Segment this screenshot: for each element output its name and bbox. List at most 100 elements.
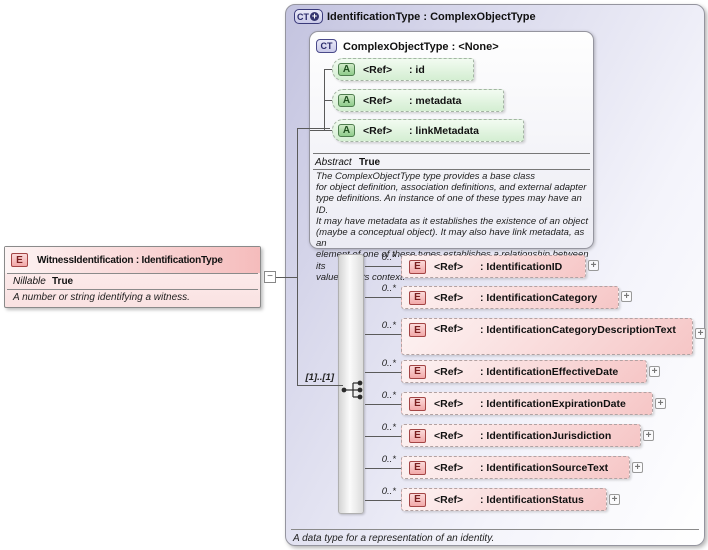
ref-label: <Ref>	[434, 493, 464, 506]
element-icon: E	[409, 460, 426, 475]
attribute-name: : metadata	[409, 94, 462, 107]
element-box-header: E WitnessIdentification : Identification…	[5, 247, 260, 273]
connector-line	[297, 385, 343, 386]
element-name: : IdentificationCategoryDescriptionText	[480, 324, 676, 336]
element-icon: E	[409, 323, 426, 337]
attribute-icon: A	[338, 63, 355, 76]
connector-line	[365, 372, 401, 373]
element-ref-identification-status[interactable]: E <Ref> : IdentificationStatus	[401, 488, 607, 511]
connector-line	[365, 468, 401, 469]
occurs-label: 0..*	[381, 390, 396, 401]
attribute-ref-id[interactable]: A <Ref> : id	[332, 58, 474, 81]
abstract-label: Abstract	[315, 157, 352, 168]
divider	[7, 273, 258, 274]
panel-description: A data type for a representation of an i…	[293, 533, 495, 544]
complex-type-expand-icon[interactable]: CT +	[294, 9, 323, 24]
collapse-toggle[interactable]: −	[264, 271, 276, 283]
occurs-label: 0..*	[381, 422, 396, 433]
element-icon: E	[409, 396, 426, 411]
complex-type-icon: CT	[316, 39, 337, 53]
ref-label: <Ref>	[363, 94, 393, 107]
attribute-ref-linkmetadata[interactable]: A <Ref> : linkMetadata	[332, 119, 524, 142]
element-box-title: WitnessIdentification : IdentificationTy…	[37, 254, 223, 266]
expand-toggle[interactable]: +	[588, 260, 599, 271]
ref-label: <Ref>	[434, 365, 464, 378]
plus-icon: +	[310, 11, 319, 21]
ref-label: <Ref>	[363, 124, 393, 137]
nillable-label: Nillable	[13, 276, 46, 287]
element-name: : IdentificationSourceText	[480, 461, 609, 474]
connector-line	[324, 100, 332, 101]
connector-line	[310, 130, 332, 131]
expand-toggle[interactable]: +	[695, 328, 706, 339]
element-name: : IdentificationEffectiveDate	[480, 365, 619, 378]
element-ref-identification-effective-date[interactable]: E <Ref> : IdentificationEffectiveDate	[401, 360, 647, 383]
ref-label: <Ref>	[434, 461, 464, 474]
ref-label: <Ref>	[363, 63, 393, 76]
expand-toggle[interactable]: +	[655, 398, 666, 409]
complex-object-type-box[interactable]: CT ComplexObjectType : <None> A <Ref> : …	[309, 31, 594, 283]
divider	[313, 153, 590, 154]
attribute-icon: A	[338, 94, 355, 107]
connector-line	[365, 266, 401, 267]
element-ref-identification-expiration-date[interactable]: E <Ref> : IdentificationExpirationDate	[401, 392, 653, 415]
expand-toggle[interactable]: +	[643, 430, 654, 441]
element-name: : IdentificationID	[480, 260, 563, 273]
occurs-label: 0..*	[381, 320, 396, 331]
connector-line	[324, 69, 332, 70]
element-name: : IdentificationCategory	[480, 291, 598, 304]
attribute-icon: A	[338, 124, 355, 137]
expand-toggle[interactable]: +	[609, 494, 620, 505]
expand-toggle[interactable]: +	[632, 462, 643, 473]
expand-toggle[interactable]: +	[621, 291, 632, 302]
ref-label: <Ref>	[434, 291, 464, 304]
element-icon: E	[409, 290, 426, 305]
complex-type-icon-label: CT	[297, 11, 309, 22]
occurs-label: 0..*	[381, 486, 396, 497]
occurs-label: 0..*	[381, 358, 396, 369]
panel-title: IdentificationType : ComplexObjectType	[327, 11, 536, 23]
divider	[7, 289, 258, 290]
sequence-indicator-icon	[341, 380, 363, 400]
element-ref-identification-jurisdiction[interactable]: E <Ref> : IdentificationJurisdiction	[401, 424, 641, 447]
expand-toggle[interactable]: +	[649, 366, 660, 377]
element-ref-identification-category[interactable]: E <Ref> : IdentificationCategory	[401, 286, 619, 309]
connector-line	[276, 277, 297, 278]
witness-identification-element-box[interactable]: E WitnessIdentification : Identification…	[4, 246, 261, 308]
divider	[313, 169, 590, 170]
ref-label: <Ref>	[434, 323, 464, 335]
connector-line	[365, 334, 401, 335]
divider	[291, 529, 699, 530]
connector-line	[297, 128, 298, 386]
element-icon: E	[11, 253, 28, 267]
element-icon: E	[409, 428, 426, 443]
element-description: A number or string identifying a witness…	[13, 292, 190, 303]
attribute-ref-metadata[interactable]: A <Ref> : metadata	[332, 89, 504, 112]
connector-line	[365, 436, 401, 437]
base-type-title: ComplexObjectType : <None>	[343, 41, 499, 53]
connector-line	[324, 69, 325, 130]
element-icon: E	[409, 492, 426, 507]
nillable-value: True	[52, 276, 74, 287]
element-ref-identification-id[interactable]: E <Ref> : IdentificationID	[401, 255, 586, 278]
connector-line	[297, 128, 330, 129]
ref-label: <Ref>	[434, 429, 464, 442]
connector-line	[365, 404, 401, 405]
connector-line	[365, 500, 401, 501]
ref-label: <Ref>	[434, 397, 464, 410]
occurs-label: 0..*	[381, 252, 396, 263]
occurs-label: 0..*	[381, 454, 396, 465]
ref-label: <Ref>	[434, 260, 464, 273]
abstract-value: True	[359, 157, 381, 168]
element-ref-identification-category-description-text[interactable]: E <Ref> : IdentificationCategoryDescript…	[401, 318, 693, 355]
occurs-label: 0..*	[381, 283, 396, 294]
element-name: : IdentificationJurisdiction	[480, 429, 612, 442]
identification-type-panel: CT + IdentificationType : ComplexObjectT…	[285, 4, 706, 546]
attribute-name: : id	[409, 63, 425, 76]
element-name: : IdentificationExpirationDate	[480, 397, 626, 410]
element-ref-identification-source-text[interactable]: E <Ref> : IdentificationSourceText	[401, 456, 630, 479]
attribute-name: : linkMetadata	[409, 124, 480, 137]
element-icon: E	[409, 364, 426, 379]
cardinality-label: [1]..[1]	[305, 372, 335, 383]
